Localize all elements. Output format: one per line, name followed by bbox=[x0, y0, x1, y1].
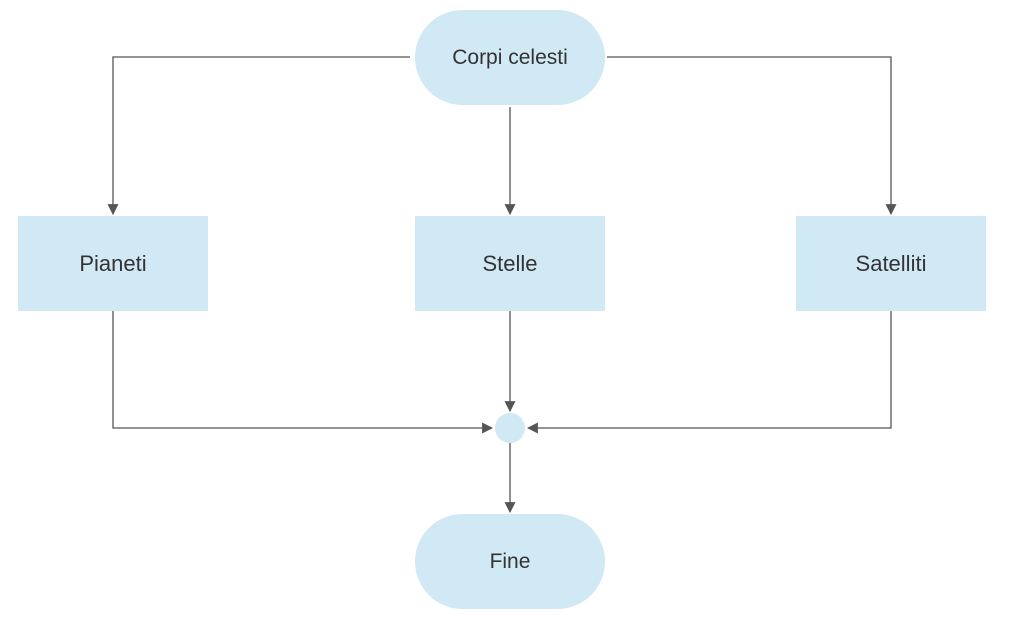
start-node-label: Corpi celesti bbox=[452, 45, 568, 69]
satelliti-process-node: Satelliti bbox=[796, 216, 986, 311]
pianeti-process-node: Pianeti bbox=[18, 216, 208, 311]
pianeti-node-label: Pianeti bbox=[79, 250, 147, 276]
start-terminal-node: Corpi celesti bbox=[415, 10, 605, 105]
end-node-label: Fine bbox=[489, 549, 531, 573]
edge-start-to-satelliti bbox=[607, 56, 897, 216]
merge-connector-node bbox=[495, 413, 525, 443]
edge-satelliti-to-merge bbox=[526, 311, 892, 434]
stelle-process-node: Stelle bbox=[415, 216, 605, 311]
edge-start-to-pianeti bbox=[107, 56, 410, 216]
end-terminal-node: Fine bbox=[415, 514, 605, 609]
stelle-node-label: Stelle bbox=[482, 250, 538, 276]
edge-pianeti-to-merge bbox=[112, 311, 494, 434]
satelliti-node-label: Satelliti bbox=[855, 250, 927, 276]
